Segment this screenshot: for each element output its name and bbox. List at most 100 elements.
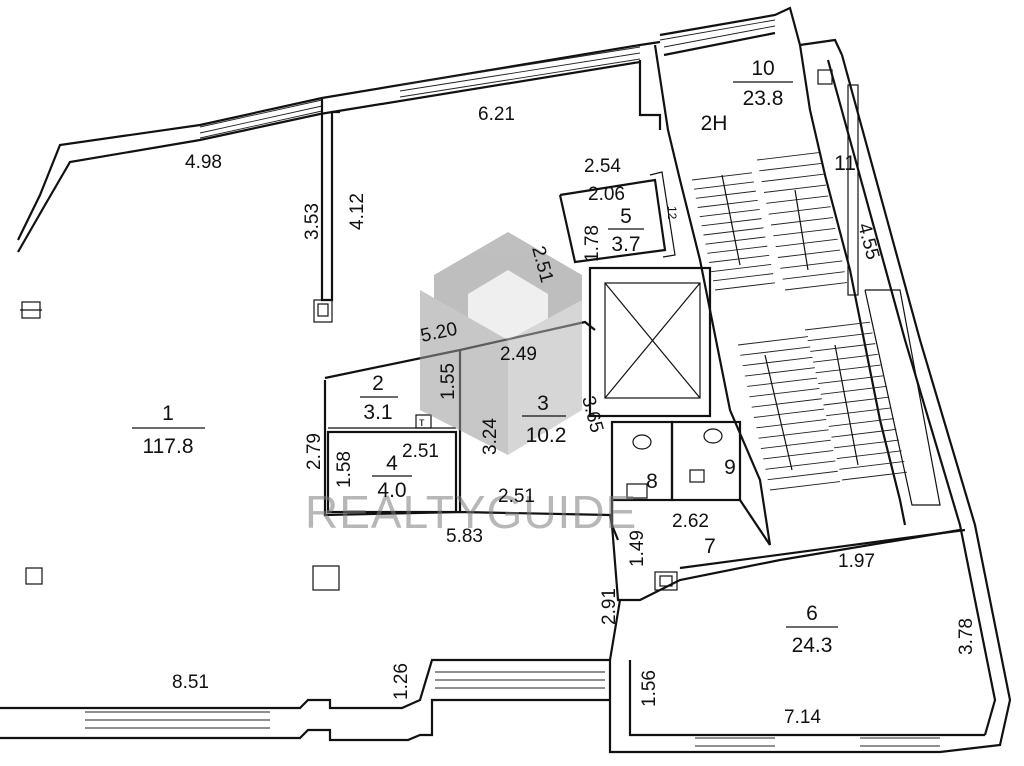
dim-2-91: 2.91 <box>599 588 620 625</box>
stair-tread <box>742 356 813 367</box>
room-2-area: 3.1 <box>363 401 392 424</box>
dim-1-55: 1.55 <box>438 363 459 400</box>
room-6-number: 6 <box>806 602 818 625</box>
room-5-area: 3.7 <box>611 233 640 256</box>
stair-tread <box>759 162 822 172</box>
watermark-brand-text: REALTYGUIDE <box>305 486 637 538</box>
stair-tread <box>812 353 878 363</box>
outlet-mark: т <box>419 415 425 429</box>
dim-2-79: 2.79 <box>304 433 325 470</box>
dim-3-53: 3.53 <box>302 203 323 240</box>
stair-tread <box>711 264 772 273</box>
stair-tread <box>760 439 831 450</box>
watermark-logo <box>420 232 582 455</box>
stair-tread <box>782 271 845 280</box>
room-10-area: 23.8 <box>743 87 784 110</box>
room-3-area: 10.2 <box>526 424 567 447</box>
stair-tread <box>773 227 836 237</box>
stair-direction-arrow <box>834 344 859 466</box>
stair-tread <box>841 471 908 481</box>
stair-tread <box>766 195 829 204</box>
room-7-number: 7 <box>704 535 716 558</box>
dim-6-21: 6.21 <box>478 104 515 125</box>
stair-tread <box>836 450 902 460</box>
stair-tread <box>749 387 820 398</box>
dim-2-51-b: 2.51 <box>402 441 439 462</box>
room-4-area: 4.0 <box>377 479 406 502</box>
stair-tread <box>807 332 873 342</box>
dim-3-24: 3.24 <box>480 418 501 455</box>
dim-2-51-c: 2.51 <box>498 486 535 507</box>
stair-tread <box>777 249 841 258</box>
stair-label: 2Н <box>701 112 728 135</box>
stair-tread <box>826 407 892 417</box>
dim-3-78: 3.78 <box>956 618 977 655</box>
stair-tread <box>818 375 884 385</box>
fixtures <box>20 69 833 591</box>
dim-1-78: 1.78 <box>582 225 603 262</box>
stair-tread <box>714 282 776 291</box>
stair-tread <box>744 367 815 377</box>
stair-tread <box>747 377 818 387</box>
stair-tread <box>737 336 809 346</box>
outer-walls <box>0 6 1012 754</box>
dim-2-06: 2.06 <box>588 184 625 205</box>
stair-tread <box>763 450 834 460</box>
room-3-number: 3 <box>537 392 549 415</box>
room-8-number: 8 <box>646 470 658 493</box>
room-12-number: 12 <box>665 206 679 220</box>
stair-tread <box>740 346 811 356</box>
stair-direction-arrow <box>764 354 793 471</box>
room-4-number: 4 <box>386 452 398 475</box>
dim-2-54: 2.54 <box>584 156 621 177</box>
stair-tread <box>834 439 900 449</box>
stair-tread <box>828 418 894 427</box>
stair-tread <box>820 386 886 395</box>
stair-tread <box>768 206 831 215</box>
room-11-number: 11 <box>834 152 856 175</box>
room-10-number: 10 <box>751 57 774 80</box>
stair-tread <box>756 152 820 161</box>
stair-tread <box>713 273 774 282</box>
stair-tread <box>810 343 876 352</box>
dim-1-26: 1.26 <box>391 663 412 700</box>
stair-tread <box>784 282 848 291</box>
stair-direction-arrow <box>794 189 809 271</box>
stair-tread <box>831 428 897 438</box>
stair-tread <box>815 364 881 374</box>
stair-tread <box>823 396 889 406</box>
dim-8-51: 8.51 <box>172 672 209 693</box>
stair-tread <box>775 238 838 248</box>
dim-4-12: 4.12 <box>347 193 368 230</box>
dim-2-49: 2.49 <box>500 344 537 365</box>
dim-1-49: 1.49 <box>627 530 648 567</box>
dim-3-65: 3.65 <box>577 394 607 435</box>
stair-tread <box>780 260 843 269</box>
stair-tread <box>804 321 871 331</box>
windows <box>85 19 940 747</box>
internal-walls <box>313 44 966 602</box>
dim-1-56: 1.56 <box>639 670 660 707</box>
room-1-number: 1 <box>162 402 174 425</box>
stair-tread <box>761 173 824 183</box>
stair-tread <box>763 184 827 193</box>
stair-tread <box>753 408 825 418</box>
stair-tread <box>765 460 836 470</box>
stair-tread <box>758 429 829 439</box>
stair-tread <box>839 461 905 470</box>
room-6-area: 24.3 <box>792 634 833 657</box>
stairs <box>691 152 908 491</box>
dim-4-98: 4.98 <box>185 152 222 173</box>
dim-2-62: 2.62 <box>672 511 709 532</box>
stair-tread <box>769 481 841 491</box>
room-9-number: 9 <box>724 456 736 479</box>
room-5-number: 5 <box>620 205 632 228</box>
dimension-labels: 6.21 4.98 3.53 4.12 2.54 2.06 1.78 2.51 … <box>172 104 977 728</box>
stair-tread <box>767 470 838 481</box>
room-2-number: 2 <box>372 372 384 395</box>
stair-tread <box>751 398 822 408</box>
dim-5-83: 5.83 <box>446 526 483 547</box>
stair-tread <box>770 217 834 226</box>
dim-7-14: 7.14 <box>784 707 821 728</box>
